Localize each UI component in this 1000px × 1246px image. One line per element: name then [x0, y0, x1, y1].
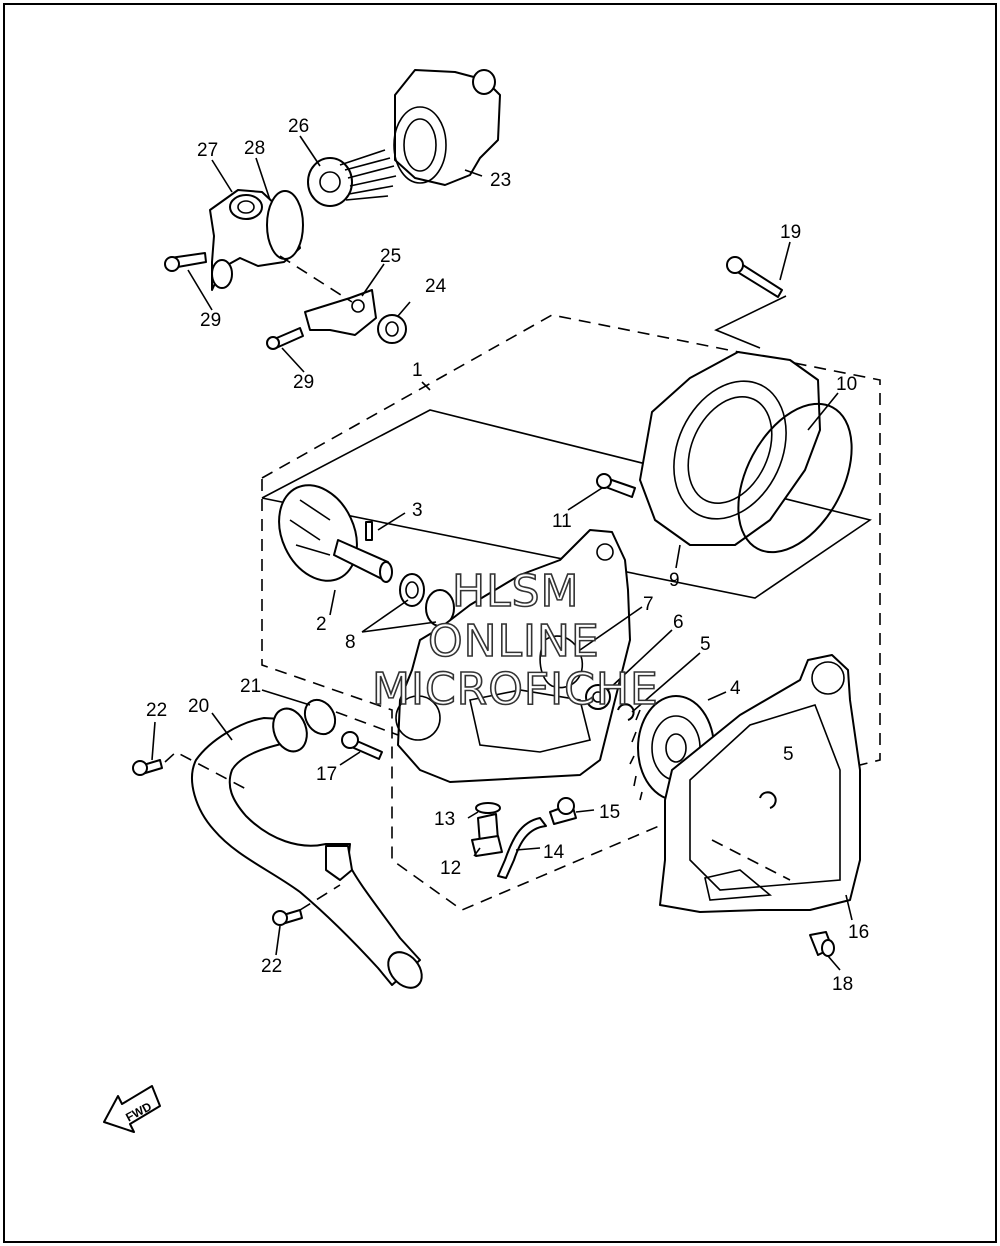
leader-lines	[151, 135, 853, 971]
callout-20: 20	[188, 696, 209, 717]
callout-27: 27	[197, 140, 218, 161]
callout-7: 7	[643, 594, 654, 615]
callout-22-lower: 22	[261, 956, 282, 977]
pin-3[interactable]	[365, 521, 373, 541]
hose-14[interactable]	[497, 817, 547, 879]
callout-25: 25	[380, 246, 401, 267]
alignment-line-pipe-lower	[299, 884, 341, 911]
circlip-6[interactable]	[585, 684, 611, 710]
callout-3: 3	[412, 500, 423, 521]
o-ring-21[interactable]	[299, 694, 341, 739]
thermostat[interactable]	[307, 149, 397, 207]
gasket-16[interactable]	[659, 654, 861, 913]
bolt-22-lower[interactable]	[272, 909, 303, 926]
callout-6: 6	[673, 612, 684, 633]
callout-24: 24	[425, 276, 447, 297]
water-pump-housing[interactable]	[395, 529, 631, 783]
callout-29-upper: 29	[200, 310, 221, 331]
callout-14: 14	[543, 842, 565, 863]
bolt-29-lower[interactable]	[266, 327, 304, 350]
o-ring-10[interactable]	[715, 385, 875, 571]
alignment-line-pipe	[164, 751, 249, 791]
callout-23: 23	[490, 170, 511, 191]
circlip-5[interactable]	[617, 703, 635, 721]
callout-13: 13	[434, 809, 455, 830]
alignment-line-thermostat	[279, 255, 353, 303]
pump-cover[interactable]	[639, 351, 821, 546]
callout-2: 2	[316, 614, 327, 635]
callout-5: 5	[700, 634, 711, 655]
callout-22-upper: 22	[146, 700, 167, 721]
callout-21: 21	[240, 676, 261, 697]
bolt-22-upper[interactable]	[132, 759, 163, 776]
callout-17: 17	[316, 764, 337, 785]
callout-5-gasket: 5	[783, 744, 794, 765]
callout-12: 12	[440, 858, 461, 879]
callout-16: 16	[848, 922, 869, 943]
alignment-line-housing	[335, 711, 399, 736]
fitting-15[interactable]	[549, 797, 577, 825]
diagram-border	[3, 3, 997, 1243]
thermostat-housing[interactable]	[393, 69, 501, 186]
callout-8: 8	[345, 632, 356, 653]
watermark-line-2: ONLINE	[428, 616, 600, 667]
bolt-29-upper[interactable]	[164, 252, 207, 272]
callout-29-lower: 29	[293, 372, 314, 393]
callout-15: 15	[599, 802, 620, 823]
callout-11: 11	[552, 511, 572, 532]
callout-19: 19	[780, 222, 801, 243]
watermark: HLSM ONLINE MICROFICHE	[371, 565, 659, 716]
bolt-17[interactable]	[341, 731, 383, 760]
oil-seal-b[interactable]	[425, 589, 455, 627]
callout-1: 1	[412, 360, 423, 381]
thermostat-bracket[interactable]	[304, 289, 377, 336]
outlet-pipe-20[interactable]	[191, 704, 429, 994]
callout-9: 9	[669, 570, 680, 591]
impeller-shaft[interactable]	[264, 472, 393, 593]
fwd-arrow-icon: FWD	[103, 1085, 161, 1133]
callout-28: 28	[244, 138, 265, 159]
callout-labels: 1 2 3 4 5 5 6 7 8 9 10 11 12 13 14 15 16…	[146, 116, 869, 995]
oil-seal-a[interactable]	[399, 573, 425, 607]
dowel-pin-18[interactable]	[809, 931, 835, 957]
bolt-19[interactable]	[726, 256, 783, 298]
callout-26: 26	[288, 116, 309, 137]
gasket-13[interactable]	[475, 802, 501, 814]
thermostat-housing-gasket[interactable]	[266, 190, 304, 260]
drain-bolt-12[interactable]	[471, 813, 503, 857]
callout-10: 10	[836, 374, 857, 395]
bolt-19-guide	[714, 295, 787, 349]
grommet[interactable]	[377, 314, 407, 344]
callout-4: 4	[730, 678, 741, 699]
alignment-line-gasket	[711, 839, 791, 881]
callout-18: 18	[832, 974, 853, 995]
watermark-line-1: HLSM	[452, 566, 580, 617]
watermark-line-3: MICROFICHE	[372, 664, 659, 715]
bolt-11[interactable]	[596, 473, 636, 498]
